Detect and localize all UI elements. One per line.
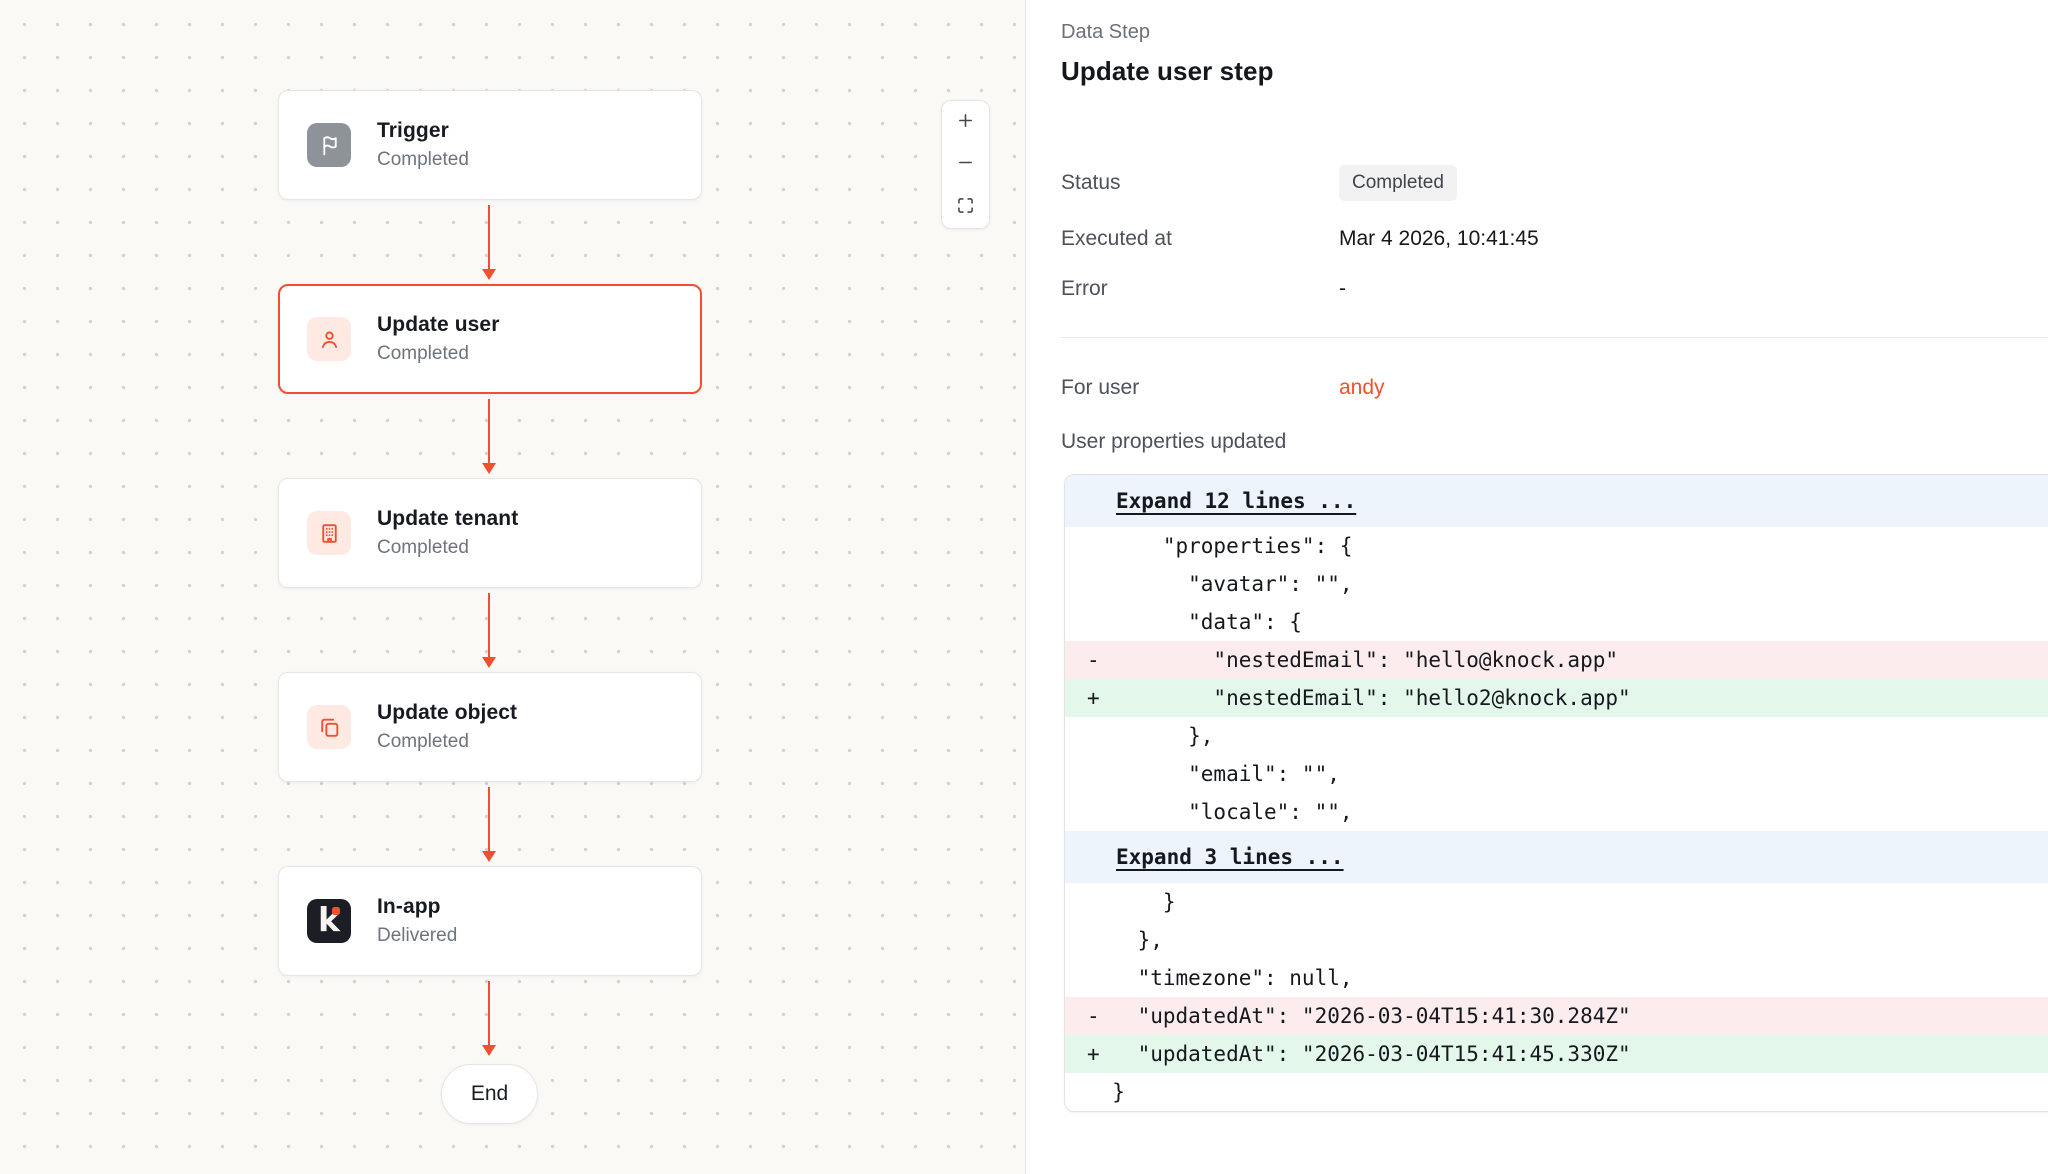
meta-row-error: Error - [1061, 277, 2008, 301]
knock-logo-icon: k [307, 899, 351, 943]
arrow-connector-head [482, 269, 496, 280]
plus-icon [955, 110, 976, 134]
diff-title: User properties updated [1061, 430, 1287, 453]
diff-line-context: } [1087, 1080, 1125, 1104]
diff-line-added: + "updatedAt": "2026-03-04T15:41:45.330Z… [1065, 1035, 2048, 1073]
node-title: Update tenant [377, 507, 519, 530]
panel-divider [1061, 337, 2048, 338]
zoom-out-button[interactable] [942, 143, 989, 185]
node-status: Completed [377, 149, 469, 170]
diff-line-deleted: - "updatedAt": "2026-03-04T15:41:30.284Z… [1065, 997, 2048, 1035]
field-value: - [1339, 277, 1346, 300]
diff-line-deleted: - "nestedEmail": "hello@knock.app" [1065, 641, 2048, 679]
fit-view-icon [955, 195, 976, 219]
meta-row-status: Status Completed [1061, 165, 2008, 201]
field-label: Status [1061, 171, 1121, 194]
diff-line-added: + "nestedEmail": "hello2@knock.app" [1065, 679, 2048, 717]
user-icon [307, 317, 351, 361]
arrow-connector-head [482, 657, 496, 668]
diff-line-context: "properties": { [1087, 534, 1353, 558]
for-user-link[interactable]: andy [1339, 376, 1385, 399]
arrow-connector-line [488, 787, 490, 851]
properties-diff: Expand 12 lines ... "properties": { "ava… [1064, 474, 2048, 1112]
arrow-connector-line [488, 593, 490, 657]
status-badge: Completed [1339, 165, 1457, 201]
knock-dot [332, 907, 340, 915]
arrow-connector-head [482, 851, 496, 862]
diff-line-context: "timezone": null, [1087, 966, 1353, 990]
zoom-in-button[interactable] [942, 101, 989, 143]
diff-line-context: "avatar": "", [1087, 572, 1353, 596]
arrow-connector-line [488, 981, 490, 1045]
arrow-connector-line [488, 399, 490, 463]
canvas-zoom-controls [941, 100, 990, 229]
diff-line-context: }, [1087, 928, 1163, 952]
meta-row-executed-at: Executed at Mar 4 2026, 10:41:45 [1061, 227, 2008, 251]
diff-line-context: } [1087, 890, 1176, 914]
node-title: Trigger [377, 119, 449, 142]
end-node[interactable]: End [441, 1064, 538, 1124]
node-status: Delivered [377, 925, 458, 946]
fit-view-button[interactable] [942, 186, 989, 228]
end-node-label: End [470, 1082, 509, 1105]
minus-icon [955, 152, 976, 176]
for-user-row: For user andy [1061, 376, 1385, 400]
diff-line-context: "email": "", [1087, 762, 1340, 786]
expand-lines-label: Expand 12 lines ... [1116, 489, 1357, 513]
diff-line-context: "locale": "", [1087, 800, 1353, 824]
node-title: In-app [377, 895, 441, 918]
diff-line-context: "data": { [1087, 610, 1302, 634]
field-value: Mar 4 2026, 10:41:45 [1339, 227, 1539, 250]
node-status: Completed [377, 343, 469, 364]
field-label: Executed at [1061, 227, 1172, 250]
expand-lines-button[interactable]: Expand 3 lines ... [1065, 831, 2048, 883]
step-type-label: Data Step [1061, 21, 1150, 43]
expand-lines-button[interactable]: Expand 12 lines ... [1065, 475, 2048, 527]
field-label: Error [1061, 277, 1108, 300]
arrow-connector-head [482, 1045, 496, 1056]
copy-icon [307, 705, 351, 749]
arrow-connector-line [488, 205, 490, 269]
for-user-label: For user [1061, 376, 1140, 399]
node-status: Completed [377, 537, 469, 558]
node-title: Update user [377, 313, 500, 336]
expand-lines-label: Expand 3 lines ... [1116, 845, 1344, 869]
diff-line-context: }, [1087, 724, 1214, 748]
building-icon [307, 511, 351, 555]
flag-icon [307, 123, 351, 167]
node-title: Update object [377, 701, 518, 724]
arrow-connector-head [482, 463, 496, 474]
step-title: Update user step [1061, 56, 1274, 86]
step-detail-panel: Data Step Update user step Status Complet… [1026, 0, 2048, 1174]
node-status: Completed [377, 731, 469, 752]
